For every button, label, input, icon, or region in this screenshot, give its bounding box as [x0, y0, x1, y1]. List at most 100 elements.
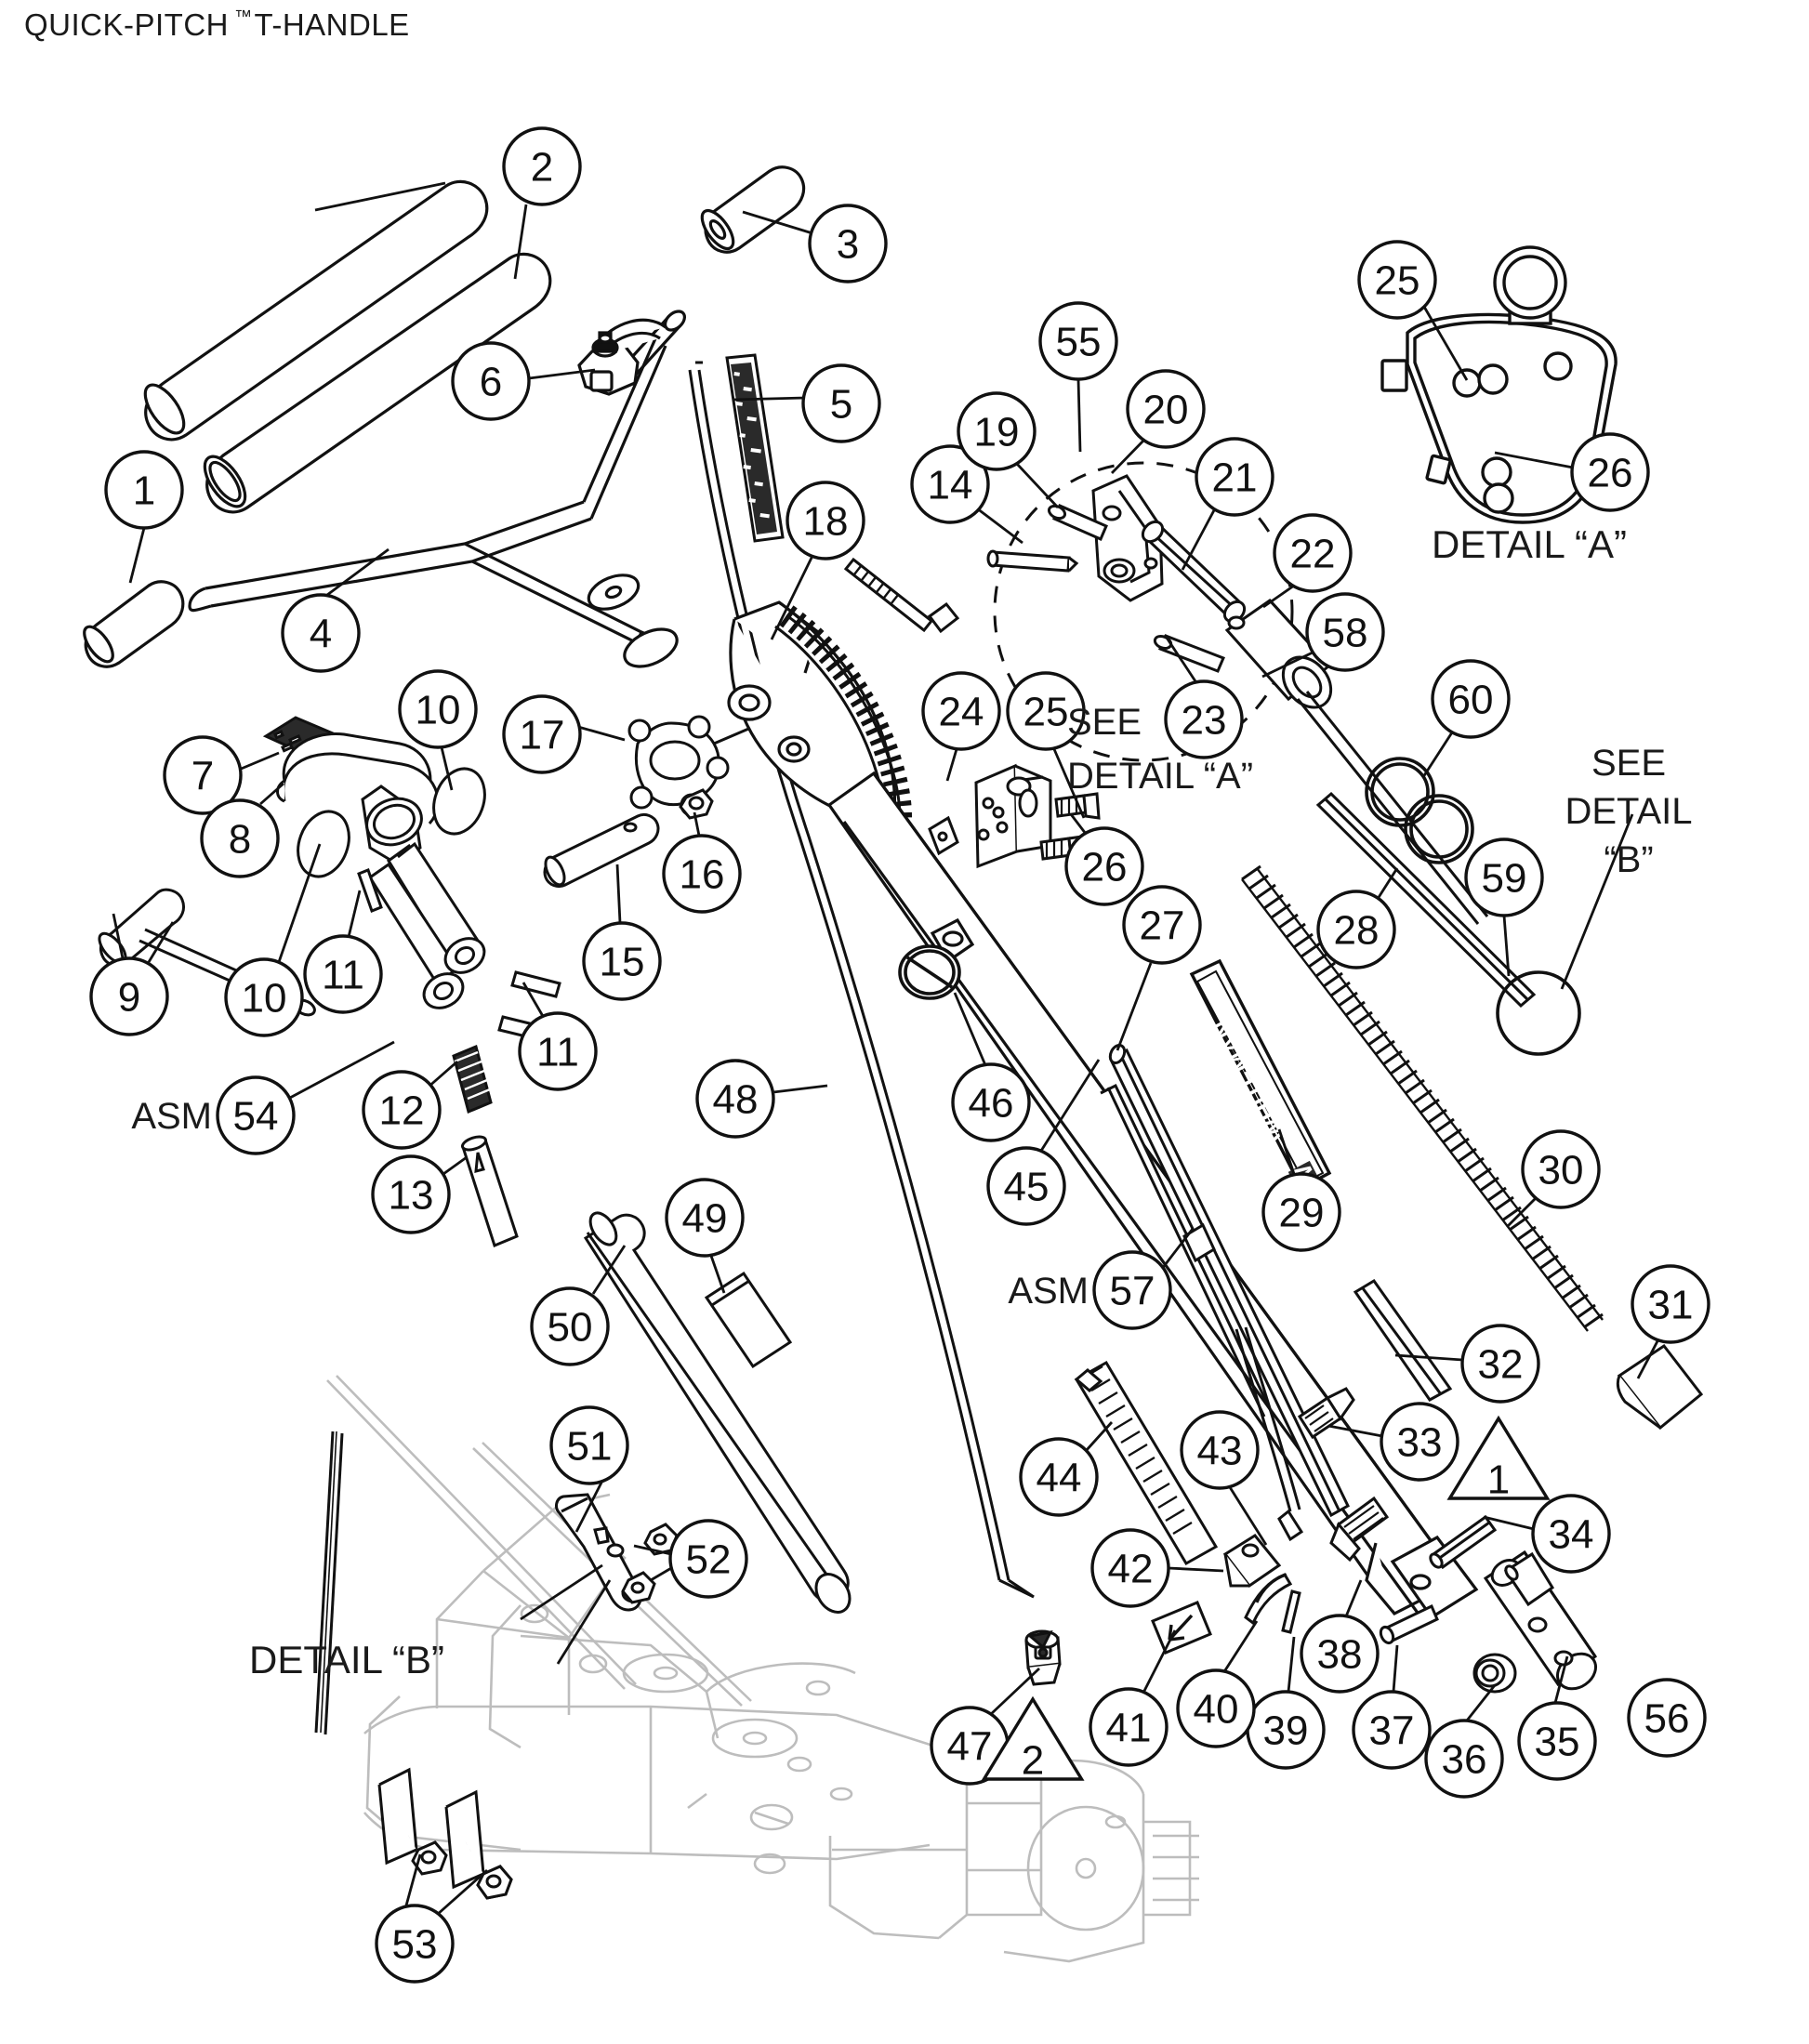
balloon-callout-28[interactable]: 28 [1316, 890, 1396, 969]
balloon-callout-25[interactable]: 25 [1357, 240, 1437, 320]
balloon-callout-36[interactable]: 36 [1424, 1719, 1504, 1799]
balloon-circle[interactable] [371, 1154, 451, 1234]
balloon-callout-27[interactable]: 27 [1122, 885, 1202, 965]
balloon-callout-60[interactable]: 60 [1431, 659, 1511, 739]
balloon-callout-47[interactable]: 47 [930, 1706, 1010, 1786]
balloon-callout-42[interactable]: 42 [1090, 1528, 1170, 1608]
balloon-circle[interactable] [375, 1904, 455, 1984]
balloon-circle[interactable] [1089, 1687, 1169, 1767]
balloon-callout-15[interactable]: 15 [582, 921, 662, 1001]
balloon-callout-10[interactable]: 10 [398, 669, 478, 749]
balloon-circle[interactable] [200, 798, 280, 878]
balloon-circle[interactable] [1316, 890, 1396, 969]
balloon-callout-18[interactable]: 18 [786, 481, 865, 560]
balloon-callout-56[interactable]: 56 [1627, 1678, 1707, 1758]
balloon-circle[interactable] [808, 204, 888, 284]
balloon-callout-53[interactable]: 53 [375, 1904, 455, 1984]
balloon-circle[interactable] [1460, 1324, 1540, 1404]
balloon-circle[interactable] [582, 921, 662, 1001]
balloon-callout-35[interactable]: 35 [1517, 1701, 1597, 1781]
balloon-circle[interactable] [216, 1075, 296, 1155]
balloon-circle[interactable] [1521, 1129, 1601, 1209]
balloon-callout-41[interactable]: 41 [1089, 1687, 1169, 1767]
balloon-callout-58[interactable]: 58 [1305, 592, 1385, 672]
balloon-circle[interactable] [951, 1062, 1031, 1142]
balloon-circle[interactable] [1180, 1410, 1260, 1490]
balloon-circle[interactable] [1431, 659, 1511, 739]
balloon-circle[interactable] [1261, 1172, 1341, 1252]
balloon-callout-11[interactable]: 11 [303, 934, 383, 1014]
balloon-circle[interactable] [801, 363, 881, 443]
balloon-callout-43[interactable]: 43 [1180, 1410, 1260, 1490]
balloon-callout-59[interactable]: 59 [1464, 837, 1544, 917]
balloon-circle[interactable] [695, 1059, 775, 1139]
balloon-callout-17[interactable]: 17 [502, 694, 582, 774]
balloon-callout-20[interactable]: 20 [1126, 369, 1206, 449]
balloon-callout-9[interactable]: 9 [89, 956, 169, 1036]
balloon-callout-14[interactable]: 14 [910, 444, 990, 524]
balloon-circle[interactable] [1570, 432, 1650, 512]
balloon-callout-50[interactable]: 50 [530, 1286, 610, 1366]
balloon-circle[interactable] [1176, 1668, 1256, 1748]
balloon-circle[interactable] [1424, 1719, 1504, 1799]
balloon-circle[interactable] [1195, 437, 1274, 517]
balloon-callout-37[interactable]: 37 [1352, 1690, 1432, 1770]
balloon-callout-34[interactable]: 34 [1531, 1494, 1611, 1574]
balloon-circle[interactable] [281, 593, 361, 673]
balloon-callout-8[interactable]: 8 [200, 798, 280, 878]
balloon-circle[interactable] [104, 450, 184, 530]
balloon-circle[interactable] [1517, 1701, 1597, 1781]
balloon-circle[interactable] [549, 1405, 629, 1485]
balloon-circle[interactable] [398, 669, 478, 749]
balloon-circle[interactable] [163, 735, 243, 815]
balloon-circle[interactable] [518, 1011, 598, 1091]
balloon-callout-31[interactable]: 31 [1631, 1264, 1710, 1344]
balloon-callout-33[interactable]: 33 [1380, 1402, 1459, 1482]
balloon-callout-26[interactable]: 26 [1570, 432, 1650, 512]
balloon-circle[interactable] [957, 391, 1037, 471]
balloon-callout-39[interactable]: 39 [1246, 1690, 1326, 1770]
balloon-circle[interactable] [89, 956, 169, 1036]
balloon-callout-26[interactable]: 26 [1064, 826, 1144, 906]
balloon-circle[interactable] [665, 1178, 745, 1258]
balloon-circle[interactable] [451, 341, 531, 421]
balloon-callout-19[interactable]: 19 [957, 391, 1037, 471]
balloon-circle[interactable] [303, 934, 383, 1014]
balloon-callout-51[interactable]: 51 [549, 1405, 629, 1485]
balloon-callout-22[interactable]: 22 [1273, 513, 1353, 593]
balloon-circle[interactable] [362, 1070, 442, 1150]
balloon-circle[interactable] [662, 834, 742, 914]
balloon-callout-57[interactable]: 57 [1092, 1250, 1172, 1330]
balloon-circle[interactable] [1064, 826, 1144, 906]
balloon-circle[interactable] [910, 444, 990, 524]
balloon-circle[interactable] [1006, 671, 1086, 751]
balloon-circle[interactable] [502, 694, 582, 774]
balloon-callout-2[interactable]: 2 [502, 126, 582, 206]
balloon-callout-54[interactable]: 54 [216, 1075, 296, 1155]
balloon-circle[interactable] [1038, 301, 1118, 381]
balloon-callout-6[interactable]: 6 [451, 341, 531, 421]
balloon-callout-12[interactable]: 12 [362, 1070, 442, 1150]
balloon-circle[interactable] [986, 1146, 1066, 1226]
balloon-circle[interactable] [1300, 1614, 1380, 1694]
balloon-callout-52[interactable]: 52 [668, 1519, 748, 1599]
balloon-circle[interactable] [224, 957, 304, 1037]
balloon-circle[interactable] [1092, 1250, 1172, 1330]
balloon-circle[interactable] [668, 1519, 748, 1599]
balloon-callout-29[interactable]: 29 [1261, 1172, 1341, 1252]
balloon-callout-49[interactable]: 49 [665, 1178, 745, 1258]
balloon-callout-46[interactable]: 46 [951, 1062, 1031, 1142]
balloon-circle[interactable] [1631, 1264, 1710, 1344]
balloon-callout-38[interactable]: 38 [1300, 1614, 1380, 1694]
balloon-callout-13[interactable]: 13 [371, 1154, 451, 1234]
balloon-circle[interactable] [1627, 1678, 1707, 1758]
balloon-callout-23[interactable]: 23 [1164, 679, 1244, 759]
balloon-circle[interactable] [1380, 1402, 1459, 1482]
balloon-callout-32[interactable]: 32 [1460, 1324, 1540, 1404]
balloon-circle[interactable] [1531, 1494, 1611, 1574]
balloon-circle[interactable] [1464, 837, 1544, 917]
balloon-callout-48[interactable]: 48 [695, 1059, 775, 1139]
balloon-circle[interactable] [1126, 369, 1206, 449]
balloon-callout-44[interactable]: 44 [1019, 1437, 1099, 1517]
